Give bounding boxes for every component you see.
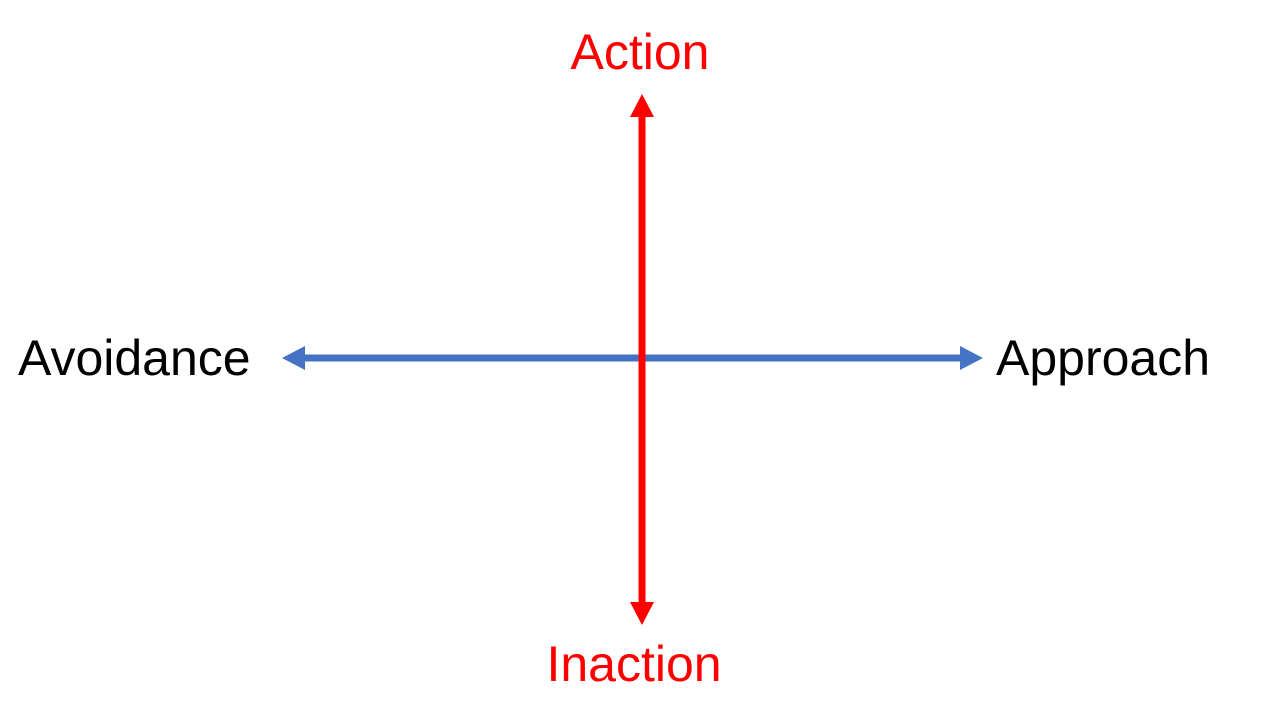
vertical-axis-bottom-arrowhead: [630, 602, 654, 625]
vertical-axis-arrow: [630, 94, 654, 625]
label-inaction: Inaction: [546, 636, 722, 692]
horizontal-axis-left-arrowhead: [282, 346, 305, 370]
horizontal-axis-arrow: [282, 346, 983, 370]
label-action: Action: [570, 24, 710, 80]
label-approach: Approach: [996, 330, 1211, 386]
vertical-axis-top-arrowhead: [630, 94, 654, 117]
horizontal-axis-right-arrowhead: [960, 346, 983, 370]
label-avoidance: Avoidance: [18, 330, 251, 386]
